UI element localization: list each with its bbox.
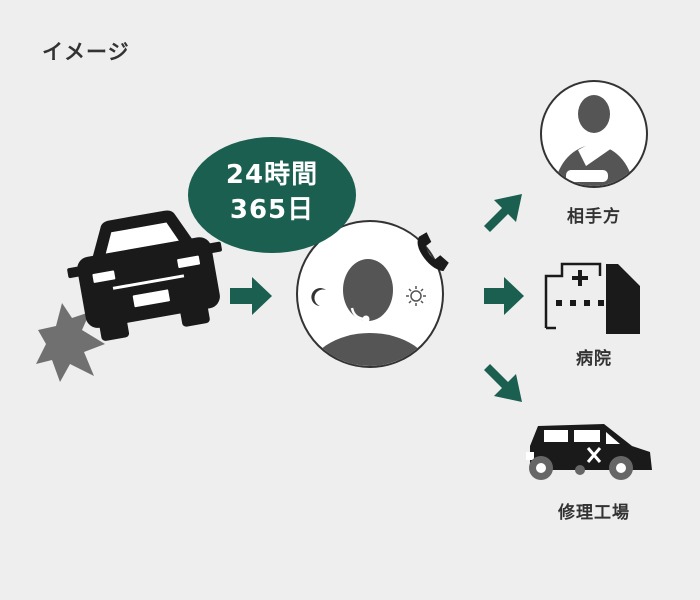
injured-person-icon — [540, 80, 648, 188]
service-days: 365日 — [229, 195, 315, 225]
service-badge — [188, 137, 356, 253]
accident-car-icon — [67, 210, 222, 341]
arrow-right-icon — [484, 277, 524, 315]
destination-label-hospital: 病院 — [576, 349, 612, 369]
page-title: イメージ — [42, 40, 130, 64]
operator-icon — [296, 220, 444, 368]
sun-icon — [406, 286, 426, 306]
phone-icon — [417, 232, 449, 272]
arrow-up-right-icon — [484, 194, 522, 232]
arrow-right-icon — [230, 277, 272, 315]
arrow-down-right-icon — [484, 364, 522, 402]
service-hours: 24時間 — [225, 160, 319, 190]
destination-label-other-party: 相手方 — [567, 207, 621, 227]
damaged-car-icon — [526, 424, 652, 480]
destination-label-repair-shop: 修理工場 — [558, 503, 630, 523]
moon-icon — [311, 288, 326, 306]
hospital-icon — [544, 262, 640, 334]
collision-burst-icon — [36, 303, 105, 382]
service-badge-text: 24時間 365日 — [190, 158, 354, 228]
